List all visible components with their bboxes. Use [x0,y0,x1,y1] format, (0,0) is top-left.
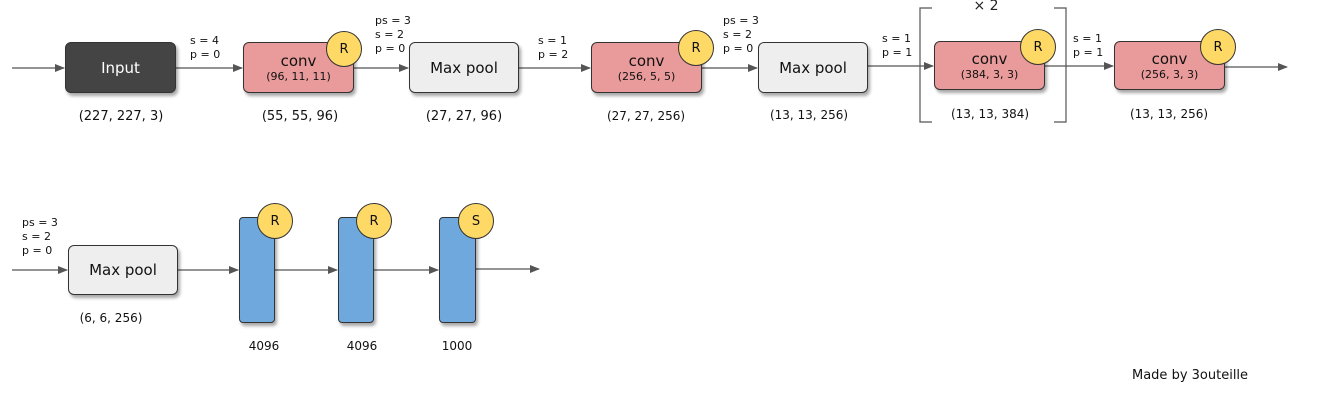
params-into-pool3: ps = 3 s = 2 p = 0 [22,216,58,257]
fc1-relu-badge: R [257,203,293,239]
conv2-relu-badge: R [678,30,714,66]
pool1-node: Max pool [409,42,519,93]
fc3-output-dims: 1000 [441,339,473,353]
pool3-output-dims: (6, 6, 256) [79,311,143,325]
repeat-bracket-left [919,7,932,123]
fc3-softmax-badge: S [458,203,494,239]
params-conv1-pool1: ps = 3 s = 2 p = 0 [375,14,411,55]
repeat-label: × 2 [973,0,999,14]
pool2-node: Max pool [758,42,868,93]
conv4-relu-badge: R [1200,29,1236,65]
conv2-shape: (256, 5, 5) [617,69,676,83]
fc1-output-dims: 4096 [248,339,280,353]
conv4-shape: (256, 3, 3) [1140,67,1199,81]
conv3-output-dims: (13, 13, 384) [950,107,1030,121]
params-input-conv1: s = 4 p = 0 [190,34,221,61]
credit-text: Made by 3outeille [1132,368,1249,383]
params-pool1-conv2: s = 1 p = 2 [538,34,569,61]
conv3-label: conv [971,49,1008,68]
conv4-output-dims: (13, 13, 256) [1129,107,1209,121]
input-output-dims: (227, 227, 3) [78,109,164,124]
repeat-bracket-right [1054,7,1067,123]
input-node: Input [65,42,176,93]
params-conv2-pool2: ps = 3 s = 2 p = 0 [723,14,759,55]
conv4-label: conv [1151,49,1188,68]
conv3-shape: (384, 3, 3) [960,67,1019,81]
pool3-label: Max pool [89,261,157,279]
params-pool2-conv3: s = 1 p = 1 [882,32,913,59]
fc2-output-dims: 4096 [346,339,378,353]
params-conv3-conv4: s = 1 p = 1 [1073,32,1104,59]
pool2-label: Max pool [779,58,847,77]
input-label: Input [101,58,140,77]
fc2-relu-badge: R [356,203,392,239]
conv1-output-dims: (55, 55, 96) [261,109,339,124]
pool1-output-dims: (27, 27, 96) [425,109,503,124]
conv1-label: conv [280,51,317,70]
pool3-node: Max pool [68,245,178,295]
pool2-output-dims: (13, 13, 256) [769,108,849,122]
pool1-label: Max pool [430,58,498,77]
conv1-shape: (96, 11, 11) [266,69,331,83]
conv1-node: conv (96, 11, 11) [243,42,354,93]
conv2-label: conv [628,51,665,70]
conv3-relu-badge: R [1020,29,1056,65]
conv1-relu-badge: R [326,31,362,67]
conv2-output-dims: (27, 27, 256) [606,109,686,123]
